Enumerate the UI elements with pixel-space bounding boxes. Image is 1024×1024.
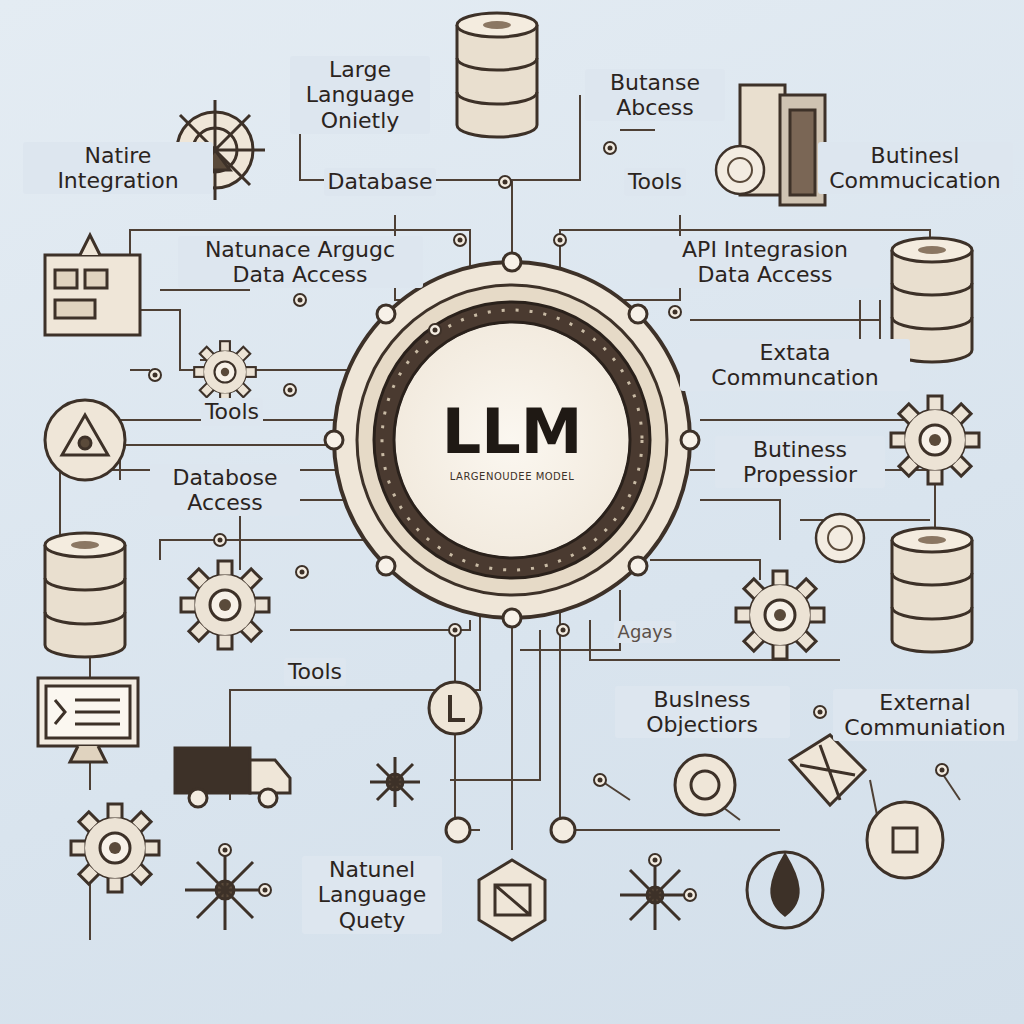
topic-label: Natunel Language Quety: [302, 856, 442, 934]
topic-label: Database: [324, 168, 437, 195]
topic-label: Buslness Objectiors: [615, 686, 790, 739]
topic-label: Agays: [614, 621, 677, 644]
topic-label: Butinesl Commucication: [818, 142, 1013, 195]
topic-label: Natunace Argugc Data Access: [178, 236, 423, 289]
topic-label: Butanse Abcess: [585, 69, 725, 122]
topic-label: Databose Access: [150, 464, 300, 517]
topic-label: Butiness Propessior: [715, 436, 885, 489]
topic-label: Extata Communcation: [680, 339, 910, 392]
hub-title: LLM: [442, 398, 583, 466]
topic-label: Large Language Onietly: [290, 56, 430, 134]
topic-label: API Integrasion Data Access: [650, 236, 880, 289]
topic-label: External Communiation: [833, 689, 1018, 742]
topic-label: Tools: [624, 168, 686, 195]
topic-label: Natire Integration: [23, 142, 213, 195]
topic-label: Tools: [284, 658, 346, 685]
hub-subtitle: LARGENOUDEE MODEL: [450, 471, 574, 482]
topic-label: Tools: [201, 398, 263, 425]
llm-hub: LLM LARGENOUDEE MODEL: [396, 324, 628, 556]
